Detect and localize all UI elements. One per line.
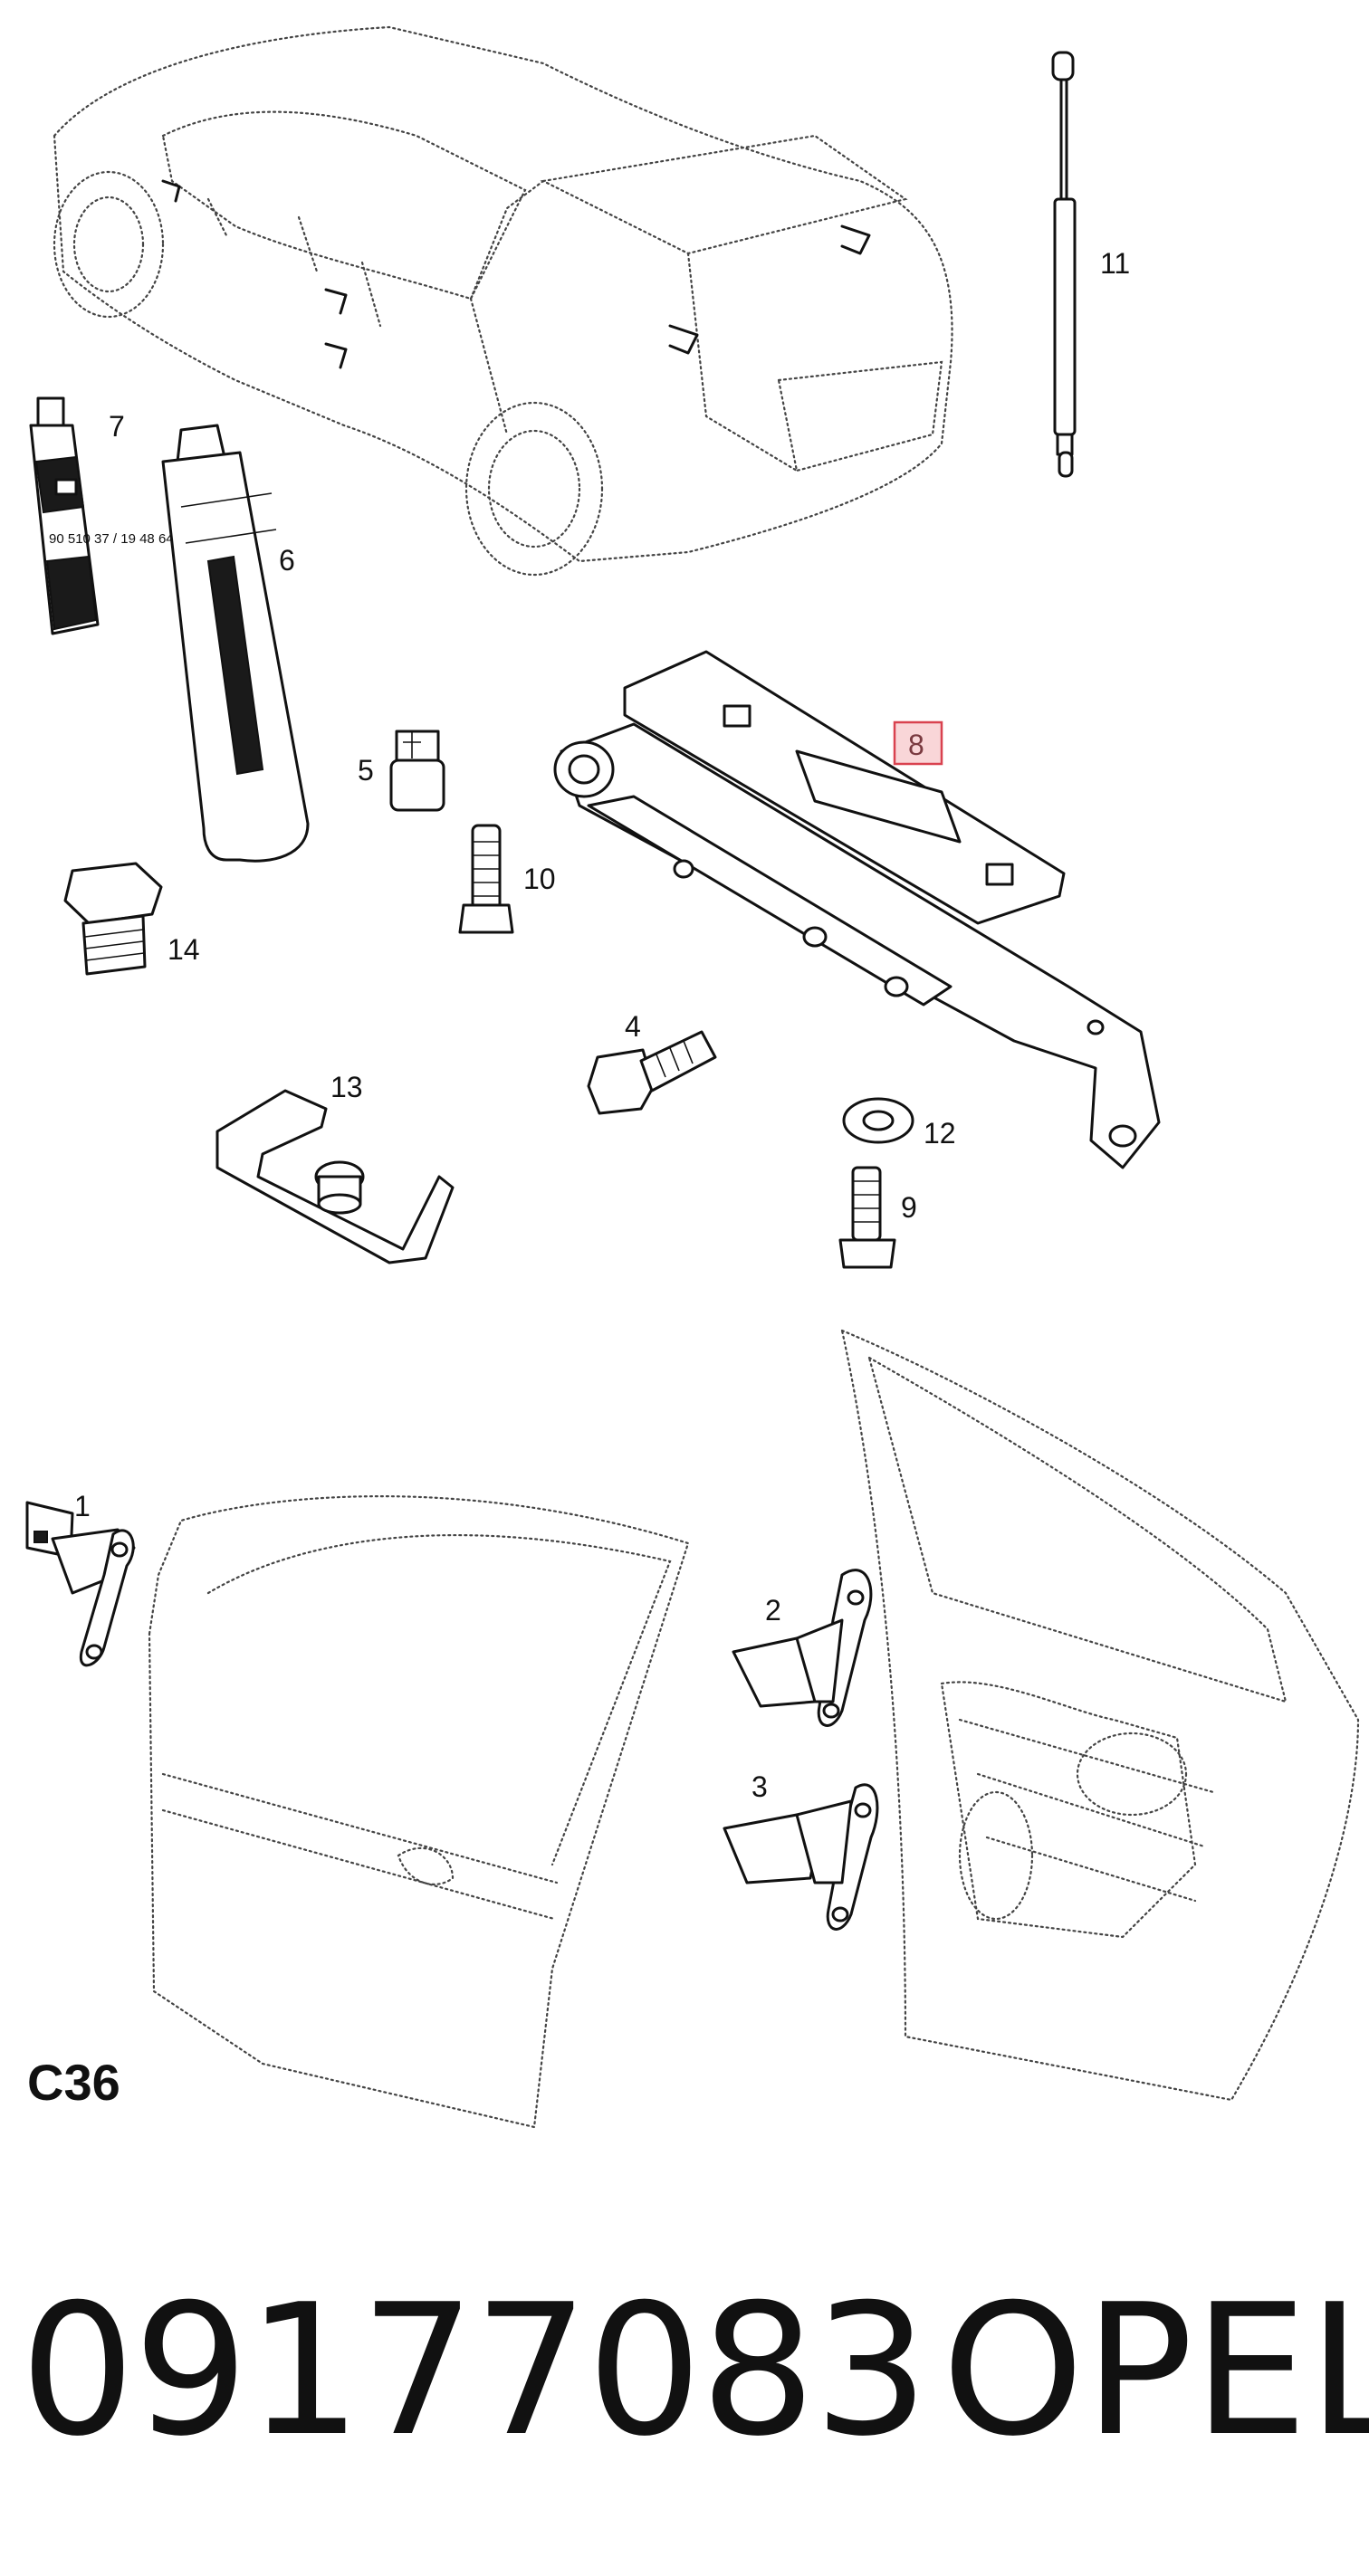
callout-7: 7 (109, 410, 125, 443)
callout-8: 8 (908, 729, 924, 761)
part-7-sealant-tube-small: 90 510 37 / 19 48 64 (29, 396, 174, 635)
tube-label: 90 510 37 / 19 48 64 (49, 531, 174, 547)
callout-9: 9 (901, 1191, 917, 1224)
front-door-outline (148, 1495, 690, 2129)
part-10-bolt (458, 824, 514, 934)
callout-10: 10 (523, 863, 556, 895)
part-14-drain-plug (63, 862, 163, 976)
part-11-gas-strut (1051, 51, 1077, 478)
callout-8-highlight (893, 720, 943, 766)
part-2-door-hinge (732, 1569, 873, 1727)
sheet-code: C36 (27, 2054, 120, 2111)
part-9-bolt (838, 1166, 896, 1269)
callout-3: 3 (752, 1770, 768, 1803)
rear-door-outline (840, 1329, 1360, 2102)
part-12-washer (842, 1097, 914, 1144)
part-13-clip-bracket (215, 1089, 455, 1264)
callout-11: 11 (1100, 247, 1130, 280)
part-1-door-hinge (25, 1501, 136, 1667)
callout-12: 12 (924, 1117, 956, 1150)
part-8-hinge-bracket (553, 650, 1161, 1169)
part-3-door-hinge (723, 1783, 879, 1931)
part-4-flange-bolt (587, 1030, 717, 1115)
callout-1: 1 (74, 1490, 91, 1522)
callout-14: 14 (168, 933, 200, 966)
part-number: 09177083 (20, 2266, 929, 2476)
brand-name: OPEL (942, 2266, 1369, 2476)
car-outline (53, 25, 953, 577)
callout-5: 5 (358, 754, 374, 787)
part-6-grease-tube (161, 424, 310, 863)
callout-13: 13 (330, 1071, 363, 1103)
callout-4: 4 (625, 1010, 641, 1043)
part-5-plug (389, 730, 445, 812)
callout-2: 2 (765, 1594, 781, 1627)
callout-6: 6 (279, 544, 295, 577)
